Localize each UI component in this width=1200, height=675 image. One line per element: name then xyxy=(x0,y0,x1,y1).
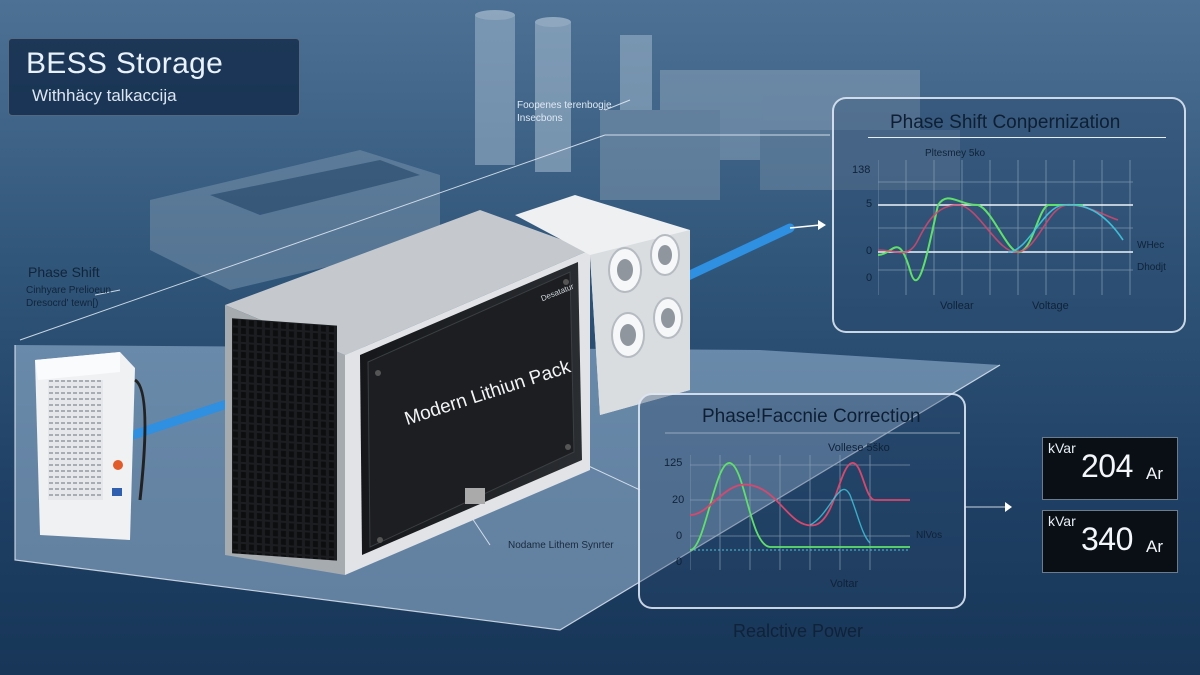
left-label-line1: Cinhyare Prelioeun xyxy=(26,285,112,296)
bottom-caption: Realctive Power xyxy=(733,621,864,641)
page-title: BESS Storage xyxy=(26,47,224,80)
phase-shift-waveform xyxy=(878,160,1133,295)
title-box xyxy=(8,38,300,116)
top-note-line2: Insecbons xyxy=(517,113,563,124)
page-subtitle: Withhäcy talkaccija xyxy=(32,86,177,105)
correction-panel-title: Phase!Faccnie Correction xyxy=(702,406,921,427)
right-label: NlVos xyxy=(916,530,943,541)
y-tick: 20 xyxy=(672,494,685,506)
kvar-value: 340 xyxy=(1081,521,1133,557)
kvar-suffix: Ar xyxy=(1146,537,1163,556)
phase-shift-panel xyxy=(832,97,1186,333)
y-tick: 138 xyxy=(852,164,871,176)
right-label: WHec xyxy=(1137,240,1165,251)
y-tick: 5 xyxy=(866,198,873,210)
y-tick: 0 xyxy=(866,272,873,284)
x-label: Vollear xyxy=(940,300,974,312)
correction-legend: Vollese 5ško xyxy=(828,442,890,454)
kvar-readout: kVar 340 Ar xyxy=(1042,510,1178,573)
device-caption: Nodame Lithem Synrter xyxy=(508,540,614,551)
top-note-line1: Foopenes terenbogje xyxy=(517,100,612,111)
phase-shift-panel-title: Phase Shift Conpernization xyxy=(890,112,1121,133)
kvar-unit: kVar xyxy=(1048,513,1076,529)
left-label-title: Phase Shift xyxy=(28,264,100,280)
inverter-unit xyxy=(35,352,147,540)
y-tick: 0 xyxy=(866,245,873,257)
left-label-line2: Dresocrd' tewn[) xyxy=(26,298,99,309)
lithium-pack-cabinet xyxy=(225,210,590,575)
kvar-value: 204 xyxy=(1081,448,1133,484)
connector-modules xyxy=(515,195,690,415)
left-label-sub: Cinhyare Prelioeun Dresocrd' tewn[) xyxy=(26,284,111,310)
phase-shift-legend: Pltesmey 5ko xyxy=(925,148,986,159)
y-tick: 125 xyxy=(664,457,683,469)
kvar-readout: kVar 204 Ar xyxy=(1042,437,1178,500)
x-label: Voltage xyxy=(1032,300,1069,312)
y-tick: 0 xyxy=(676,530,683,542)
correction-waveform xyxy=(690,455,910,570)
factory-background xyxy=(150,10,960,290)
y-tick: 0 xyxy=(676,556,683,568)
top-note: Foopenes terenbogje Insecbons xyxy=(517,99,612,125)
panel-divider xyxy=(868,137,1166,138)
kvar-suffix: Ar xyxy=(1146,464,1163,483)
right-label: Dhodjt xyxy=(1137,262,1166,273)
x-label: Voltar xyxy=(830,578,859,590)
kvar-unit: kVar xyxy=(1048,440,1076,456)
correction-panel xyxy=(638,393,966,609)
